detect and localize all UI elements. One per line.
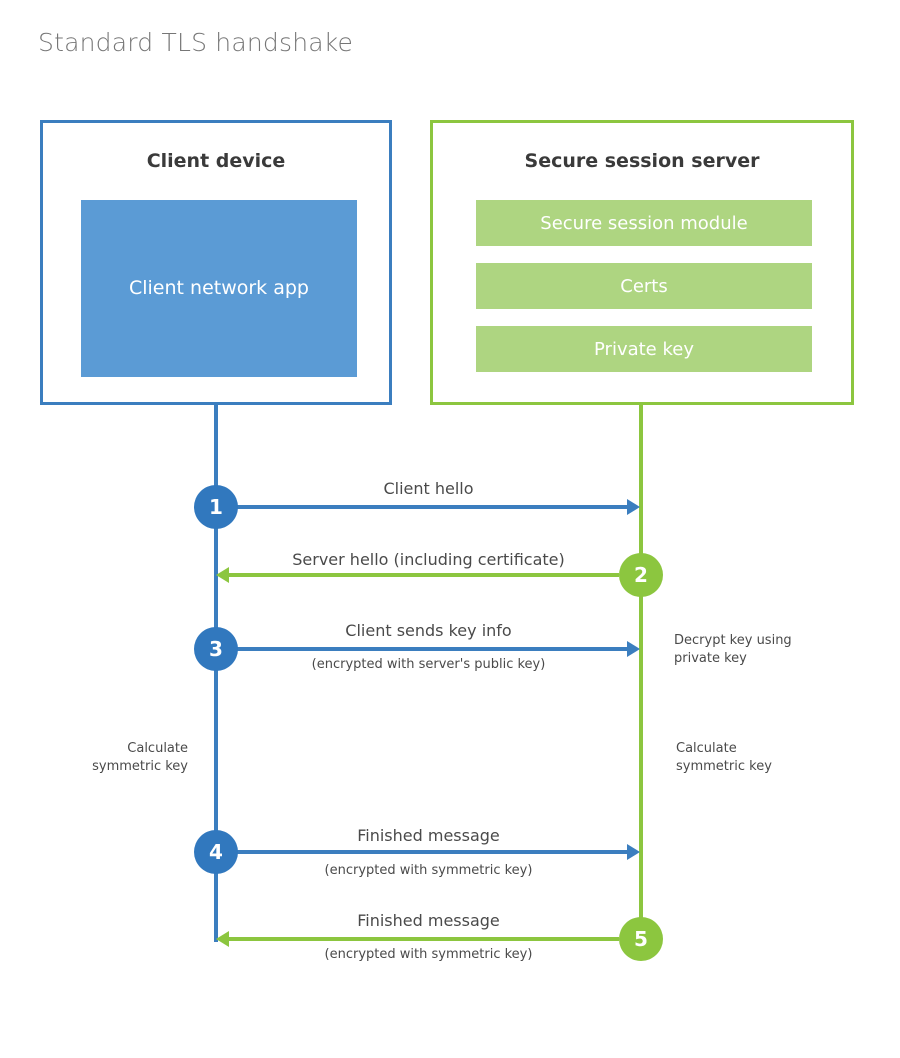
step-1-number: 1 [209, 495, 223, 519]
step-3-number: 3 [209, 637, 223, 661]
server-component-secure-session-module: Secure session module [476, 200, 812, 246]
step-5-number: 5 [634, 927, 648, 951]
step-2-label: Server hello (including certificate) [292, 550, 565, 569]
arrow-head-left-icon [216, 567, 229, 583]
server-component-private-key: Private key [476, 326, 812, 372]
client-lifeline [214, 405, 218, 942]
secure-session-server-panel: Secure session server Secure session mod… [430, 120, 854, 405]
step-2-marker[interactable]: 2 [619, 553, 663, 597]
server-component-label: Private key [594, 338, 694, 360]
page-title: Standard TLS handshake [38, 28, 354, 57]
client-device-title: Client device [146, 150, 286, 172]
step-4-number: 4 [209, 840, 223, 864]
arrow-head-right-icon [627, 641, 640, 657]
server-component-label: Secure session module [540, 212, 748, 234]
step-5-label: Finished message [357, 911, 500, 930]
client-network-app-label: Client network app [128, 276, 309, 299]
step-3-arrow [216, 641, 640, 657]
step-2-arrow [216, 567, 619, 583]
note-decrypt-key: Decrypt key using private key [674, 633, 792, 666]
server-lifeline [639, 405, 643, 942]
step-1-label: Client hello [383, 479, 474, 498]
server-component-label: Certs [620, 275, 668, 297]
step-3-label: Client sends key info [345, 621, 512, 640]
arrow-head-right-icon [627, 844, 640, 860]
step-3-sublabel: (encrypted with server's public key) [311, 657, 546, 672]
step-4-arrow [216, 844, 640, 860]
step-4-label: Finished message [357, 826, 500, 845]
arrow-head-left-icon [216, 931, 229, 947]
step-1-marker[interactable]: 1 [194, 485, 238, 529]
step-4-marker[interactable]: 4 [194, 830, 238, 874]
server-component-certs: Certs [476, 263, 812, 309]
step-3-marker[interactable]: 3 [194, 627, 238, 671]
step-4-sublabel: (encrypted with symmetric key) [324, 863, 533, 878]
note-calculate-symmetric-key-server: Calculate symmetric key [676, 741, 772, 774]
step-2-number: 2 [634, 563, 648, 587]
step-5-sublabel: (encrypted with symmetric key) [324, 947, 533, 962]
client-device-panel: Client device Client network app [40, 120, 392, 405]
client-network-app-box: Client network app [81, 200, 357, 377]
secure-session-server-title: Secure session server [524, 150, 760, 172]
step-5-marker[interactable]: 5 [619, 917, 663, 961]
step-5-arrow [216, 931, 619, 947]
step-1-arrow [216, 499, 640, 515]
note-calculate-symmetric-key-client: Calculate symmetric key [92, 741, 188, 774]
arrow-head-right-icon [627, 499, 640, 515]
